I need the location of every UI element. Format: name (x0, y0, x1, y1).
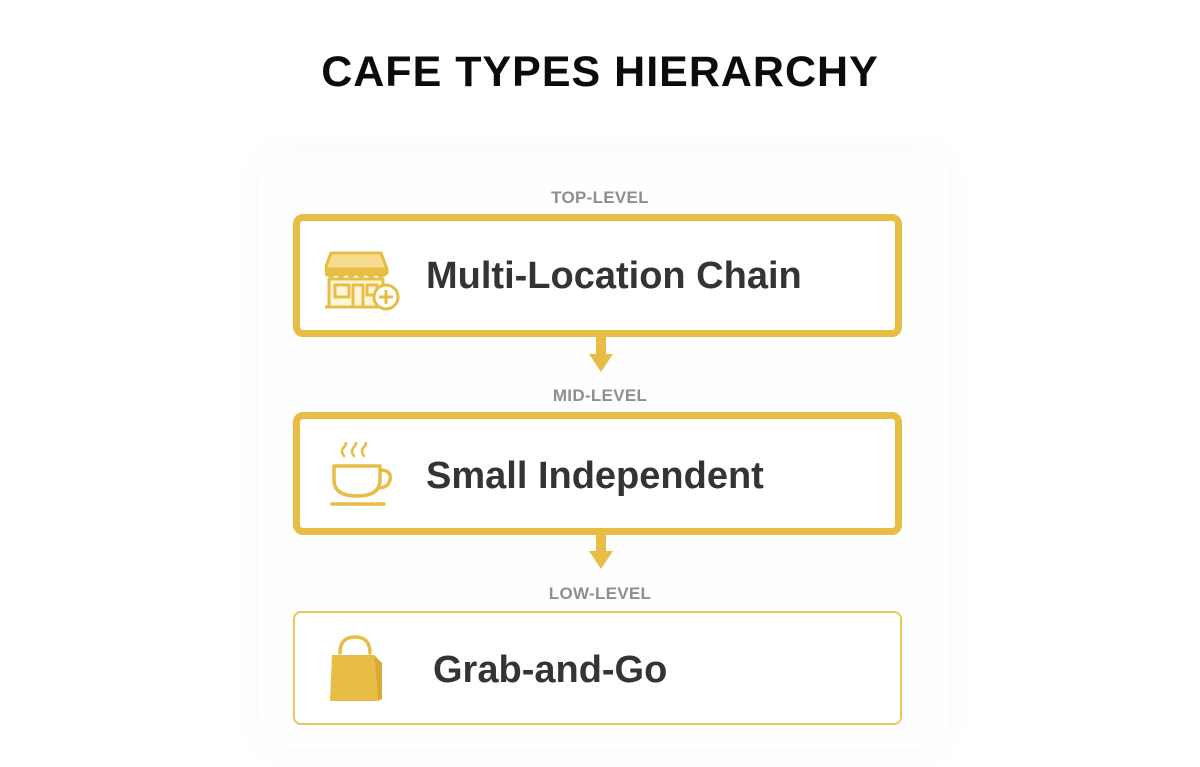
node-label: Small Independent (426, 455, 764, 497)
level-label-mid: MID-LEVEL (552, 386, 648, 405)
node-label: Grab-and-Go (433, 649, 668, 691)
storefront-plus-icon (325, 251, 400, 311)
level-label-top: TOP-LEVEL (551, 188, 649, 207)
shopping-bag-icon (330, 635, 382, 701)
page-title: CAFE TYPES HIERARCHY (321, 48, 879, 96)
arrow-down-icon (589, 336, 613, 372)
arrow-down-icon (589, 533, 613, 569)
node-small-independent: Small Independent (293, 412, 902, 535)
node-label: Multi-Location Chain (426, 255, 802, 297)
coffee-cup-icon (330, 442, 393, 506)
node-multi-location-chain: Multi-Location Chain (293, 214, 902, 337)
level-label-low: LOW-LEVEL (548, 584, 652, 603)
node-grab-and-go: Grab-and-Go (293, 611, 902, 725)
